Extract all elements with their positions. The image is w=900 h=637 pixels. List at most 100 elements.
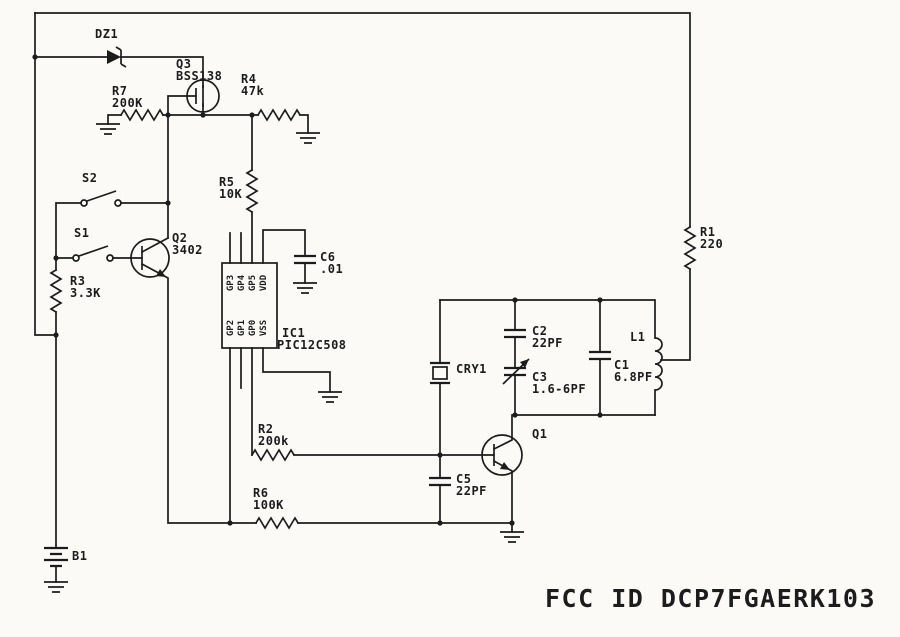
mosfet-q3-gate-channel [195, 85, 204, 107]
label-ic1-ref: IC1 [282, 326, 305, 340]
label-q3-value: BSS138 [176, 69, 222, 83]
ic1-pin-vss: VSS [259, 320, 269, 336]
switch-s1-lever [78, 245, 109, 257]
wire-ic-top-pins [229, 229, 306, 284]
wire-r7-r4-row [107, 114, 309, 134]
capacitor-c5 [429, 476, 451, 487]
wire-left-rail [34, 12, 57, 549]
label-c3-ref: C3 [532, 370, 547, 384]
capacitor-c6 [294, 254, 316, 265]
transistor-q2-body [130, 238, 170, 278]
label-s1: S1 [74, 226, 89, 240]
wire-q2-ce-r6-row [140, 236, 513, 533]
resistor-r7 [119, 108, 165, 122]
zener-diode-dz1-triangle [107, 50, 121, 64]
resistor-r1 [683, 225, 697, 271]
switch-s2-terminal-left [80, 199, 88, 207]
inductor-l1-coil [654, 337, 663, 391]
label-c6-ref: C6 [320, 250, 335, 264]
ic-pic12c508: GP3 GP4 GP5 VDD GP2 GP1 GP0 VSS [221, 262, 278, 349]
label-r3-value: 3.3K [70, 286, 101, 300]
label-c1-ref: C1 [614, 358, 629, 372]
capacitor-c3 [504, 366, 526, 377]
resistor-r2 [250, 448, 296, 462]
label-c2-value: 22PF [532, 336, 563, 350]
label-c5-ref: C5 [456, 472, 471, 486]
label-c2-ref: C2 [532, 324, 547, 338]
label-cry1: CRY1 [456, 362, 487, 376]
label-q2-ref: Q2 [172, 231, 187, 245]
capacitor-c2 [504, 328, 526, 339]
ic1-pin-vdd: VDD [259, 274, 269, 291]
capacitor-c1 [589, 350, 611, 361]
fcc-id-text: FCC ID DCP7FGAERK103 [545, 584, 876, 613]
label-r4-ref: R4 [241, 72, 256, 86]
switch-s2-lever [86, 190, 117, 202]
ic1-pin-gp4: GP4 [237, 274, 247, 291]
battery-b1-plates [44, 546, 68, 568]
ground-symbol-r7 [95, 123, 121, 135]
zener-diode-dz1-cathode [115, 46, 127, 68]
label-r2-value: 200k [258, 434, 289, 448]
junction-dots [32, 54, 603, 526]
label-l1: L1 [630, 330, 645, 344]
mosfet-q3-body [186, 79, 220, 113]
ic1-pin-gp2: GP2 [226, 320, 236, 336]
ground-symbol-vss [317, 391, 343, 403]
label-r6-ref: R6 [253, 486, 268, 500]
ground-symbol-r4 [295, 132, 321, 144]
ic1-pin-gp3: GP3 [226, 275, 236, 291]
label-q2-value: 3402 [172, 243, 203, 257]
label-r5-value: 10K [219, 187, 242, 201]
crystal-cry1-body [432, 366, 448, 380]
resistor-r4 [256, 108, 302, 122]
label-r7-ref: R7 [112, 84, 127, 98]
label-r6-value: 100K [253, 498, 284, 512]
wire-switch-column [55, 202, 169, 271]
wire-q1-ce [492, 414, 656, 524]
transistor-q1-emitter-arrow [500, 462, 510, 470]
ic1-body [221, 262, 278, 349]
capacitor-c3-arrowhead [520, 359, 529, 368]
label-r5-ref: R5 [219, 175, 234, 189]
label-c1-value: 6.8PF [614, 370, 653, 384]
label-r1-ref: R1 [700, 225, 715, 239]
switch-s1-terminal-left [72, 254, 80, 262]
label-ic1-value: PIC12C508 [277, 338, 347, 352]
ic1-pin-gp0: GP0 [248, 320, 258, 336]
label-q3-ref: Q3 [176, 57, 191, 71]
ground-symbol-b1 [43, 581, 69, 593]
label-b1: B1 [72, 549, 87, 563]
wires [34, 12, 691, 583]
component-labels: DZ1 Q3 BSS138 R7 200K R4 47k S2 S1 Q2 34… [70, 27, 723, 563]
label-s2: S2 [82, 171, 97, 185]
resistors [49, 108, 697, 530]
ground-symbol-q1 [499, 531, 525, 543]
switch-s1-terminal-right [106, 254, 114, 262]
label-r2-ref: R2 [258, 422, 273, 436]
wire-q3-gate-column [167, 95, 197, 239]
label-r7-value: 200K [112, 96, 143, 110]
switch-s2-terminal-right [114, 199, 122, 207]
ground-symbols [43, 123, 525, 593]
switches [72, 190, 122, 262]
resistor-r5 [245, 168, 259, 214]
resistor-r6 [254, 516, 300, 530]
label-c5-value: 22PF [456, 484, 487, 498]
wire-tank-top-rail [439, 299, 656, 416]
ic1-pin-gp1: GP1 [237, 320, 247, 336]
ic1-pin-gp5: GP5 [248, 275, 258, 291]
transistor-q2-emitter-arrow [156, 269, 166, 277]
label-dz1: DZ1 [95, 27, 118, 41]
wire-top-right-rail [34, 12, 691, 361]
wire-ic-bottom-pins [229, 347, 331, 524]
label-r1-value: 220 [700, 237, 723, 251]
resistor-r3 [49, 268, 63, 314]
wire-dz1-row [34, 56, 204, 88]
label-c6-value: .01 [320, 262, 343, 276]
label-r3-ref: R3 [70, 274, 85, 288]
semiconductors [107, 46, 523, 476]
passives [44, 254, 663, 568]
label-r4-value: 47k [241, 84, 264, 98]
